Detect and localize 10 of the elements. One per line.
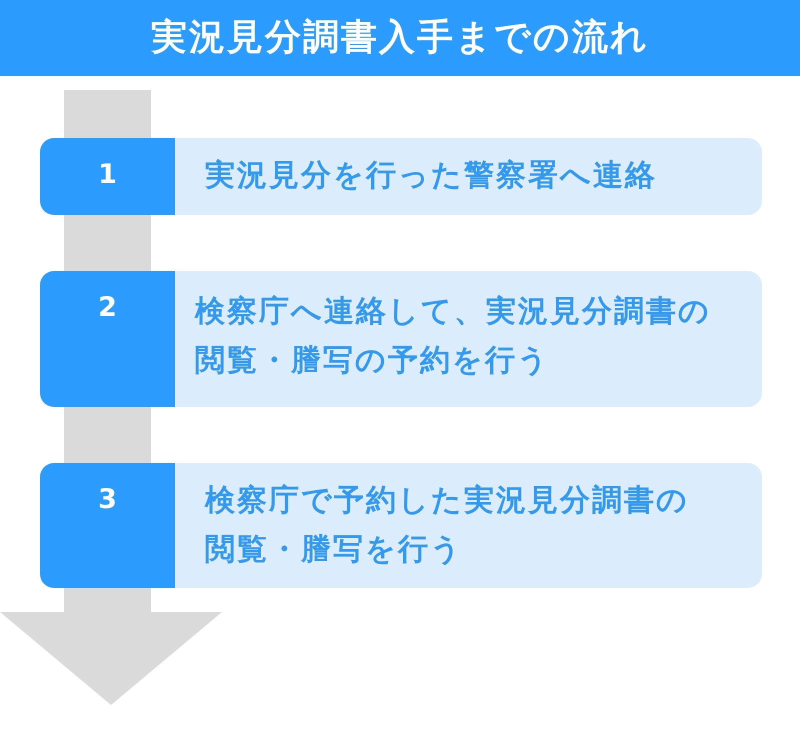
step-text: 検察庁で予約した実況見分調書の閲覧・謄写を行う — [205, 482, 690, 569]
title-banner: 実況見分調書入手までの流れ — [0, 0, 800, 76]
step-number: 3 — [40, 463, 175, 588]
step-card — [40, 271, 762, 407]
step-text: 実況見分を行った警察署へ連絡 — [205, 157, 658, 195]
step-text: 検察庁へ連絡して、実況見分調書の閲覧・謄写の予約を行う — [195, 293, 712, 380]
step-number: 2 — [40, 271, 175, 407]
step-card — [40, 138, 762, 215]
step-number: 1 — [40, 138, 175, 215]
step-card — [40, 463, 762, 588]
